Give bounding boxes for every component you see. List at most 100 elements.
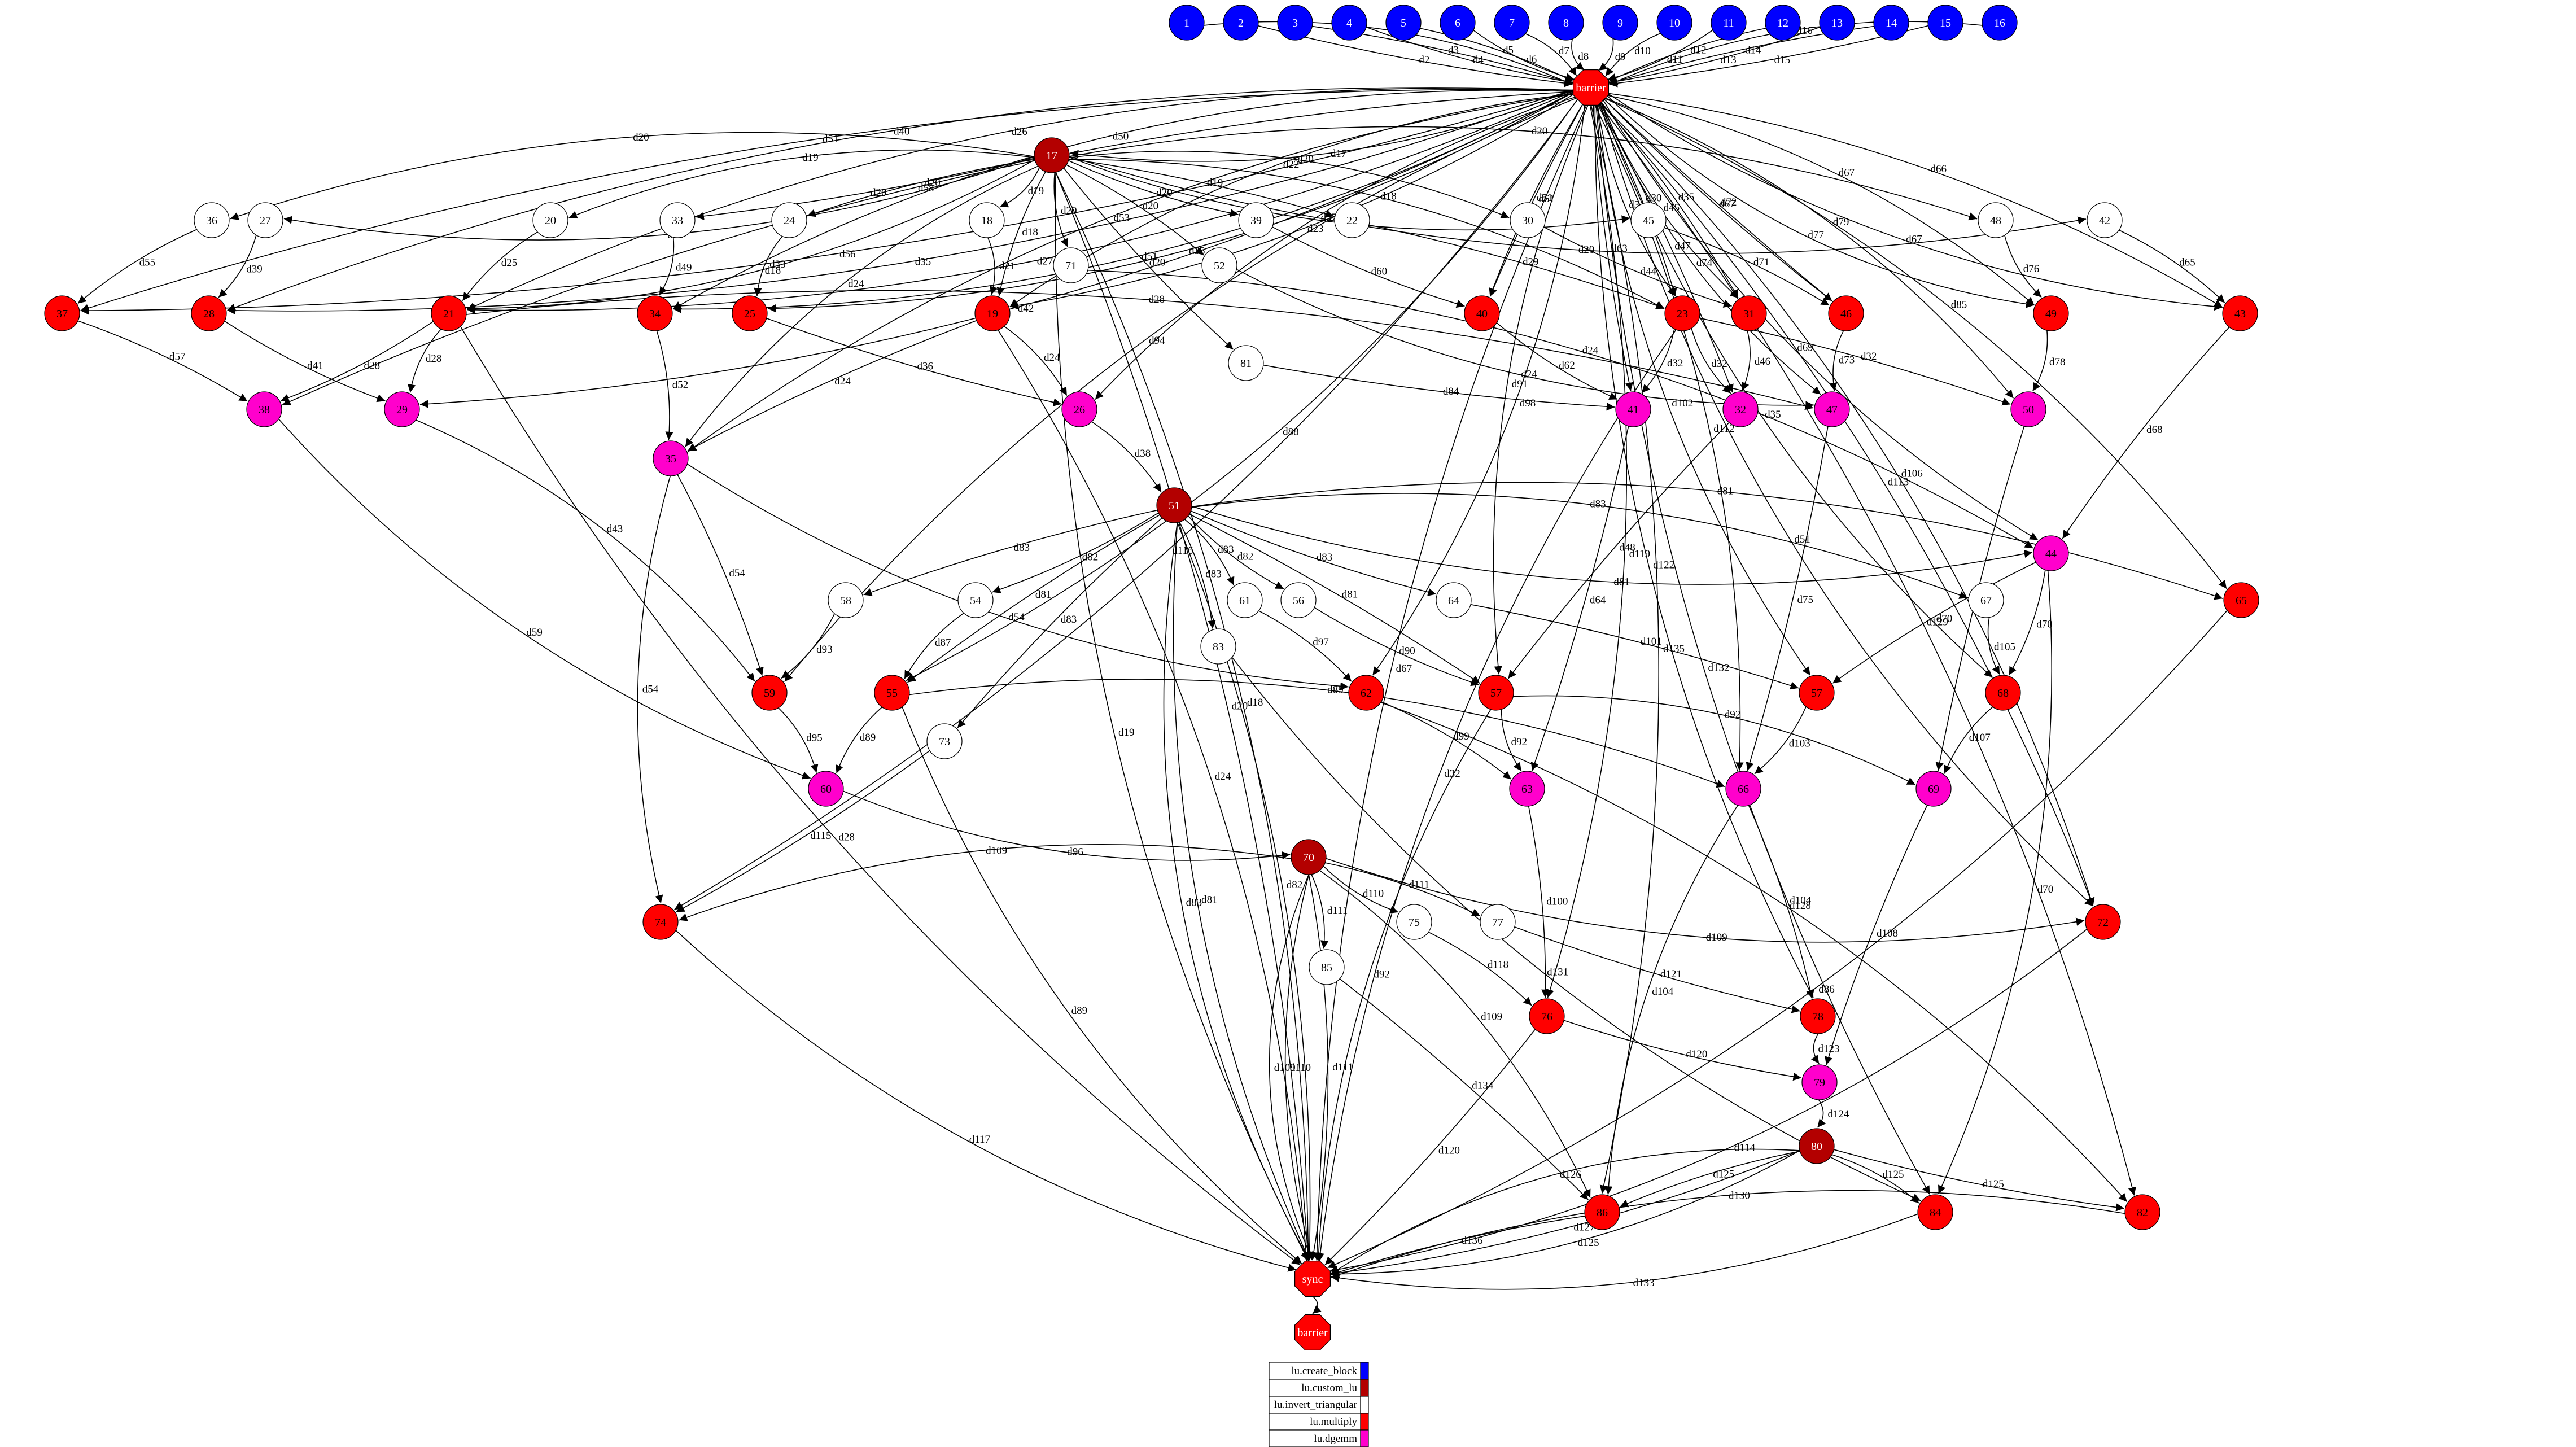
node-46[interactable]: 46	[1828, 295, 1864, 331]
node-4[interactable]: 4	[1331, 5, 1367, 41]
node-69[interactable]: 69	[1915, 771, 1952, 807]
node-32[interactable]: 32	[1722, 391, 1759, 427]
node-52[interactable]: 52	[1201, 247, 1237, 283]
node-68[interactable]: 68	[1985, 675, 2021, 711]
node-barrier2[interactable]: barrier	[1294, 1314, 1331, 1350]
node-57[interactable]: 57	[1478, 675, 1514, 711]
node-barrier[interactable]: barrier	[1573, 69, 1609, 106]
node-17[interactable]: 17	[1034, 137, 1070, 173]
node-11[interactable]: 11	[1711, 5, 1747, 41]
node-33[interactable]: 33	[659, 202, 696, 238]
node-54[interactable]: 54	[957, 582, 994, 618]
edge-23-32	[1691, 328, 1731, 394]
edge-label: d32	[1861, 351, 1877, 362]
node-74[interactable]: 74	[642, 904, 679, 940]
node-35[interactable]: 35	[653, 440, 689, 476]
node-14[interactable]: 14	[1873, 5, 1909, 41]
node-64[interactable]: 64	[1436, 582, 1472, 618]
node-41[interactable]: 41	[1615, 391, 1651, 427]
node-48[interactable]: 48	[1978, 202, 2014, 238]
node-60[interactable]: 60	[808, 771, 844, 807]
edge-51-67	[1191, 493, 1968, 599]
node-16[interactable]: 16	[1982, 5, 2018, 41]
node-45[interactable]: 45	[1630, 202, 1667, 238]
edge-label: d102	[1672, 397, 1693, 409]
node-27[interactable]: 27	[247, 202, 283, 238]
node-1[interactable]: 1	[1169, 5, 1205, 41]
node-38[interactable]: 38	[246, 391, 282, 427]
node-82[interactable]: 82	[2124, 1194, 2160, 1230]
node-5[interactable]: 5	[1385, 5, 1422, 41]
node-47[interactable]: 47	[1814, 391, 1850, 427]
node-80[interactable]: 80	[1799, 1128, 1835, 1164]
node-85[interactable]: 85	[1309, 949, 1345, 985]
node-6[interactable]: 6	[1440, 5, 1476, 41]
node-59[interactable]: 59	[751, 675, 788, 711]
edge-12-barrier	[1608, 28, 1766, 82]
node-25[interactable]: 25	[732, 295, 768, 331]
node-42[interactable]: 42	[2087, 202, 2123, 238]
node-15[interactable]: 15	[1927, 5, 1963, 41]
node-79[interactable]: 79	[1801, 1064, 1838, 1100]
node-51[interactable]: 51	[1156, 487, 1192, 523]
node-83[interactable]: 83	[1200, 628, 1236, 665]
node-31[interactable]: 31	[1731, 295, 1767, 331]
node-10[interactable]: 10	[1656, 5, 1692, 41]
node-39[interactable]: 39	[1238, 202, 1274, 238]
node-24[interactable]: 24	[771, 202, 807, 238]
edge-82-sync	[1331, 1190, 2125, 1279]
node-66[interactable]: 66	[1725, 771, 1761, 807]
node-62[interactable]: 62	[1348, 675, 1384, 711]
edge-25-26	[766, 317, 1062, 406]
node-43[interactable]: 43	[2222, 295, 2258, 331]
node-7[interactable]: 7	[1494, 5, 1530, 41]
node-73[interactable]: 73	[926, 723, 963, 759]
node-19[interactable]: 19	[974, 295, 1011, 331]
node-76[interactable]: 76	[1529, 998, 1565, 1034]
node-30[interactable]: 30	[1510, 202, 1546, 238]
edge-9-barrier	[1598, 38, 1614, 71]
node-37[interactable]: 37	[44, 295, 80, 331]
node-21[interactable]: 21	[431, 295, 467, 331]
node-8[interactable]: 8	[1548, 5, 1584, 41]
node-58[interactable]: 58	[828, 582, 864, 618]
node-65[interactable]: 65	[2223, 582, 2259, 618]
node-13[interactable]: 13	[1819, 5, 1855, 41]
node-18[interactable]: 18	[969, 202, 1005, 238]
node-2[interactable]: 2	[1223, 5, 1259, 41]
node-86[interactable]: 86	[1584, 1194, 1620, 1230]
node-81[interactable]: 81	[1228, 345, 1264, 381]
node-55[interactable]: 55	[874, 675, 910, 711]
node-34[interactable]: 34	[637, 295, 673, 331]
node-29[interactable]: 29	[384, 391, 420, 427]
node-72[interactable]: 72	[2085, 904, 2121, 940]
node-23[interactable]: 23	[1664, 295, 1700, 331]
edge-label: d81	[1035, 589, 1052, 601]
node-40[interactable]: 40	[1464, 295, 1500, 331]
node-78[interactable]: 78	[1800, 998, 1836, 1034]
node-22[interactable]: 22	[1334, 202, 1370, 238]
node-36[interactable]: 36	[194, 202, 230, 238]
node-75[interactable]: 75	[1396, 904, 1432, 940]
node-sync[interactable]: sync	[1294, 1261, 1331, 1297]
node-26[interactable]: 26	[1061, 391, 1097, 427]
node-28[interactable]: 28	[191, 295, 227, 331]
node-63[interactable]: 63	[1509, 771, 1545, 807]
node-20[interactable]: 20	[532, 202, 568, 238]
node-61[interactable]: 61	[1227, 582, 1263, 618]
node-44[interactable]: 44	[2033, 535, 2069, 571]
node-9[interactable]: 9	[1602, 5, 1638, 41]
node-71[interactable]: 71	[1053, 247, 1089, 283]
edge-54-55	[904, 613, 964, 679]
node-label: 1	[1184, 17, 1189, 29]
node-50[interactable]: 50	[2010, 391, 2046, 427]
node-49[interactable]: 49	[2033, 295, 2069, 331]
node-70[interactable]: 70	[1291, 839, 1327, 875]
node-56[interactable]: 56	[1280, 582, 1317, 618]
node-84[interactable]: 84	[1917, 1194, 1953, 1230]
node-67[interactable]: 67	[1968, 582, 2004, 618]
node-3[interactable]: 3	[1277, 5, 1313, 41]
node-77[interactable]: 77	[1480, 904, 1516, 940]
node-57b[interactable]: 57	[1799, 675, 1835, 711]
node-12[interactable]: 12	[1765, 5, 1801, 41]
